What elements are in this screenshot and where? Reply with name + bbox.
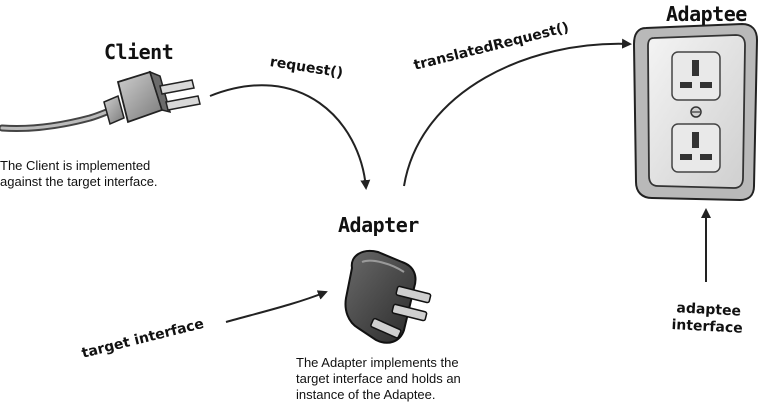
- adapter-note-line: target interface and holds an: [296, 371, 461, 386]
- client-note-line: against the target interface.: [0, 174, 158, 189]
- adaptee-interface-label: adaptee interface: [671, 300, 744, 338]
- adapter-note: The Adapter implements the target interf…: [296, 355, 461, 403]
- client-note: The Client is implemented against the ta…: [0, 158, 158, 190]
- adapter-note-line: instance of the Adaptee.: [296, 387, 436, 402]
- client-note-line: The Client is implemented: [0, 158, 151, 173]
- target-interface-arrow: [225, 290, 328, 323]
- client-label: Client: [104, 40, 174, 64]
- wall-socket-icon: [632, 22, 759, 202]
- translated-request-arrow: [403, 38, 632, 187]
- adapter-label: Adapter: [338, 213, 419, 237]
- adapter-icon: [344, 250, 432, 344]
- adaptee-interface-line2: interface: [671, 317, 744, 337]
- adaptee-label: Adaptee: [666, 2, 747, 26]
- adapter-note-line: The Adapter implements the: [296, 355, 459, 370]
- request-arrow: [209, 84, 371, 190]
- plug-icon: [0, 70, 201, 132]
